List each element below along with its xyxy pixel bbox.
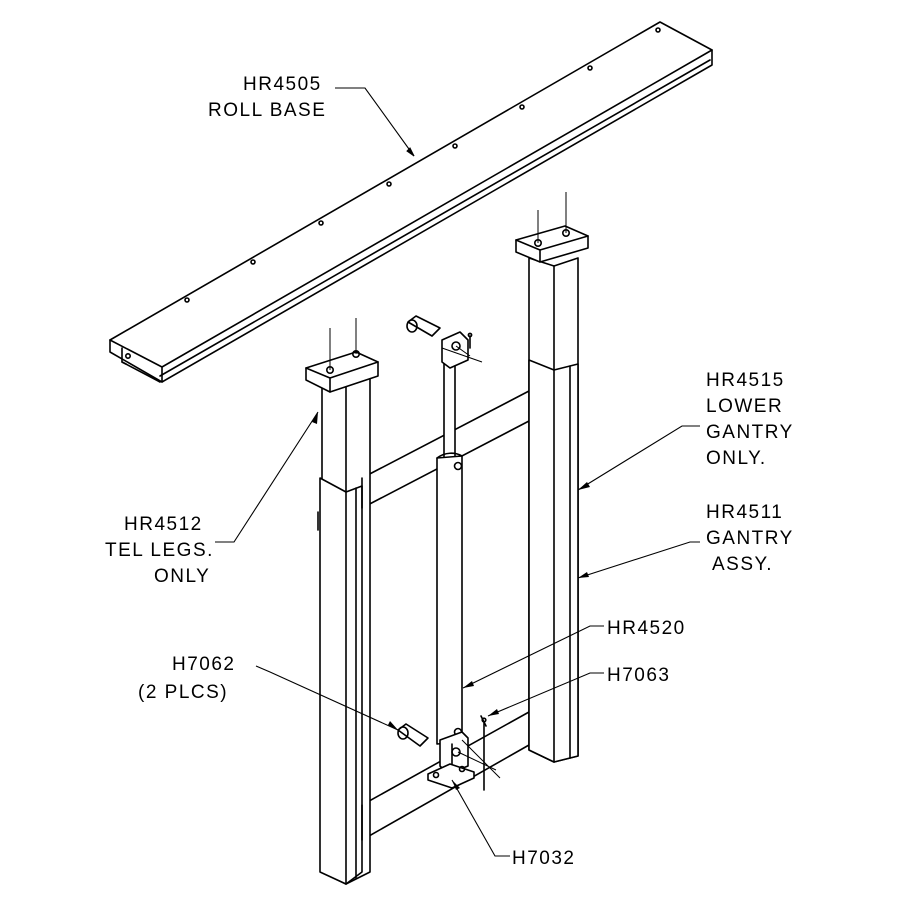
- callout-labels: HR4505 ROLL BASE HR4515 LOWER GANTRY ONL…: [105, 74, 794, 869]
- hydraulic-cylinder: [406, 315, 483, 745]
- label-clip-part: H7063: [607, 665, 671, 686]
- label-lower-gantry-line1: LOWER: [706, 396, 783, 417]
- label-pin-qty: (2 PLCS): [138, 682, 228, 703]
- label-cylinder-part: HR4520: [607, 618, 686, 639]
- label-tel-legs-line1: TEL LEGS.: [105, 540, 214, 561]
- label-bracket-part: H7032: [512, 848, 576, 869]
- label-lower-gantry-line3: ONLY.: [706, 448, 767, 469]
- label-gantry-assy-part: HR4511: [706, 502, 783, 523]
- label-lower-gantry-line2: GANTRY: [706, 422, 794, 443]
- label-pin-part: H7062: [172, 654, 236, 675]
- label-tel-legs-part: HR4512: [124, 514, 203, 535]
- leader-lines: [215, 87, 700, 857]
- label-gantry-assy-line2: ASSY.: [712, 554, 773, 575]
- roll-base: [109, 21, 713, 383]
- label-tel-legs-line2: ONLY: [154, 566, 210, 587]
- label-roll-base-name: ROLL BASE: [208, 100, 326, 121]
- label-roll-base-part: HR4505: [243, 74, 322, 95]
- lower-bracket-assembly: [397, 715, 501, 791]
- label-gantry-assy-line1: GANTRY: [706, 528, 794, 549]
- label-lower-gantry-part: HR4515: [706, 370, 785, 391]
